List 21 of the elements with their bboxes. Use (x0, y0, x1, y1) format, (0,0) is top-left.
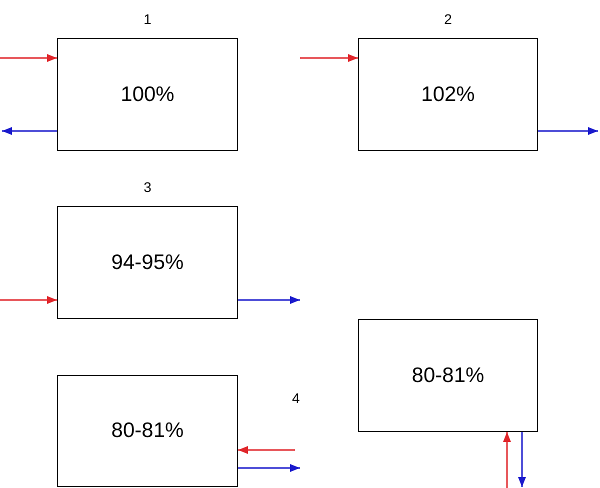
arrow (518, 432, 526, 487)
process-box (358, 319, 538, 432)
arrow (0, 54, 57, 62)
percentage-text: 102% (421, 82, 475, 108)
percentage-text: 80-81% (111, 418, 184, 444)
arrow (538, 127, 598, 135)
box-number: 1 (142, 10, 152, 29)
arrow (2, 127, 57, 135)
arrow (238, 464, 300, 472)
arrow (300, 54, 358, 62)
percentage-text: 80-81% (412, 362, 484, 389)
arrow (238, 446, 295, 454)
percentage-text: 94-95% (111, 250, 184, 276)
arrow (0, 296, 57, 304)
box-number: 4 (292, 389, 300, 408)
process-box (57, 375, 238, 487)
box-number: 3 (142, 178, 152, 197)
percentage-text: 100% (120, 82, 174, 108)
box-number: 2 (443, 10, 453, 29)
arrow (503, 432, 511, 488)
arrow (238, 296, 300, 304)
